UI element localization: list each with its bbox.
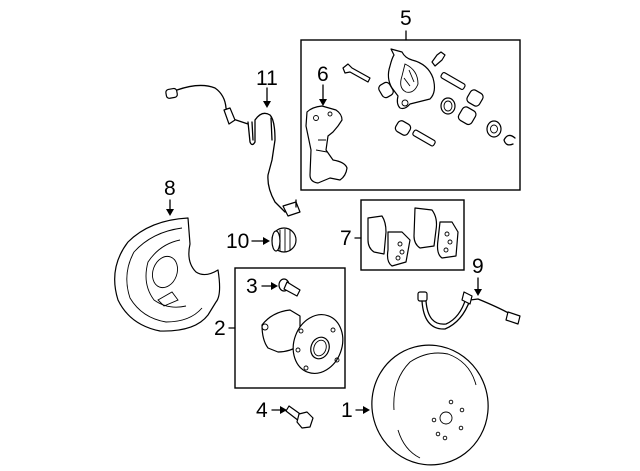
guide-pin-part[interactable] bbox=[440, 72, 466, 90]
callout-3: 3 bbox=[246, 275, 258, 298]
piston-seal-part[interactable] bbox=[440, 97, 456, 115]
snap-ring-part[interactable] bbox=[503, 134, 516, 146]
caliper-body-part[interactable] bbox=[387, 48, 436, 110]
rotor-part[interactable] bbox=[355, 332, 502, 471]
callout-9: 9 bbox=[472, 255, 484, 278]
lock-pin-part[interactable] bbox=[412, 129, 436, 147]
callout-5: 5 bbox=[400, 7, 412, 30]
pads-group-box bbox=[360, 199, 465, 271]
brake-hose-part[interactable] bbox=[417, 277, 521, 330]
hub-bolt-part[interactable] bbox=[261, 278, 301, 297]
caliper-group-box bbox=[300, 39, 521, 191]
guide-bolt-part[interactable] bbox=[342, 63, 371, 83]
callout-4: 4 bbox=[256, 399, 268, 422]
abs-sensor-wire-part[interactable] bbox=[165, 84, 301, 217]
pin-boot-part[interactable] bbox=[394, 119, 412, 136]
piston-part-2[interactable] bbox=[457, 105, 477, 126]
callout-11: 11 bbox=[256, 67, 278, 90]
backing-plate-part[interactable] bbox=[114, 199, 221, 332]
caliper-support-part[interactable] bbox=[305, 84, 348, 184]
hub-bearing-part[interactable] bbox=[261, 308, 351, 381]
callout-10: 10 bbox=[226, 230, 250, 253]
bleeder-screw-part[interactable] bbox=[431, 51, 446, 67]
callout-2: 2 bbox=[214, 317, 226, 340]
hub-group bbox=[228, 267, 351, 389]
mounting-bolt-part[interactable] bbox=[271, 405, 314, 429]
brake-pads-group[interactable] bbox=[354, 199, 465, 271]
callout-7: 7 bbox=[340, 227, 352, 250]
bushing-part[interactable] bbox=[377, 81, 394, 99]
callout-8: 8 bbox=[164, 177, 176, 200]
dust-seal-part[interactable] bbox=[486, 120, 502, 138]
callout-1: 1 bbox=[341, 399, 353, 422]
dust-boot-part[interactable] bbox=[251, 227, 297, 253]
piston-part[interactable] bbox=[465, 88, 484, 107]
callout-6: 6 bbox=[317, 63, 329, 86]
caliper-assembly-group bbox=[300, 30, 521, 191]
